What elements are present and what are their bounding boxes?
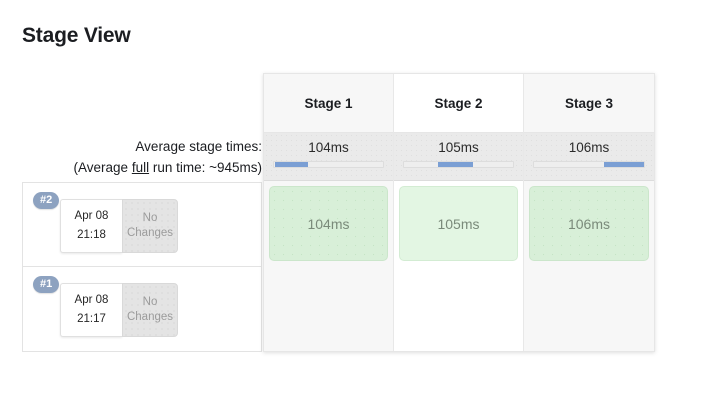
stage-average-cell-1: 104ms <box>264 133 393 181</box>
runs-panel: #2 Apr 08 21:18 No Changes #1 Apr 08 <box>22 182 262 352</box>
run-changes-line1: No <box>142 296 158 308</box>
run-changes-line2: Changes <box>126 311 174 323</box>
stage-timeline-fill-2 <box>437 162 473 167</box>
stage-cell-value: 106ms <box>529 186 649 261</box>
stage-cell[interactable]: 105ms <box>394 181 523 266</box>
run-badge[interactable]: #2 <box>33 192 60 209</box>
stage-cell[interactable]: 104ms <box>264 181 393 266</box>
stage-cell-value <box>399 271 518 346</box>
stage-header-3[interactable]: Stage 3 <box>524 74 654 133</box>
run-changes-box[interactable]: No Changes <box>122 199 178 253</box>
run-time: 21:18 <box>77 229 106 241</box>
run-changes-box[interactable]: No Changes <box>122 283 178 337</box>
stage-cell-value <box>269 271 388 346</box>
stage-timeline-track-2 <box>403 161 514 168</box>
run-card: Apr 08 21:18 No Changes <box>60 199 178 253</box>
page-title: Stage View <box>22 24 131 47</box>
stage-cell[interactable]: 106ms <box>524 181 654 266</box>
stage-column-3: Stage 3 106ms 106ms <box>524 74 654 351</box>
stage-timeline-track-1 <box>273 161 384 168</box>
run-time: 21:17 <box>77 313 106 325</box>
stage-column-1: Stage 1 104ms 104ms <box>264 74 394 351</box>
stage-average-cell-3: 106ms <box>524 133 654 181</box>
stage-average-value-1: 104ms <box>308 140 349 155</box>
stage-cell-value <box>529 271 649 346</box>
stage-average-value-3: 106ms <box>568 140 610 155</box>
stage-cell-value: 104ms <box>269 186 388 261</box>
run-row[interactable]: #1 Apr 08 21:17 No Changes <box>22 267 262 352</box>
stage-timeline-track-3 <box>533 161 645 168</box>
run-datetime[interactable]: Apr 08 21:18 <box>60 199 122 253</box>
stage-header-2[interactable]: Stage 2 <box>394 74 523 133</box>
run-date: Apr 08 <box>74 294 109 306</box>
run-changes-line1: No <box>142 212 158 224</box>
stage-timeline-fill-3 <box>604 162 644 167</box>
run-changes-line2: Changes <box>126 227 174 239</box>
legend-prefix: (Average <box>73 160 132 175</box>
stage-column-2: Stage 2 105ms 105ms <box>394 74 524 351</box>
stage-cell[interactable] <box>524 266 654 351</box>
run-card: Apr 08 21:17 No Changes <box>60 283 178 337</box>
stage-grid-panel: Stage 1 104ms 104ms Stage 2 105ms <box>263 73 655 352</box>
legend-suffix: run time: ~945ms) <box>149 160 262 175</box>
stage-header-1[interactable]: Stage 1 <box>264 74 393 133</box>
run-row[interactable]: #2 Apr 08 21:18 No Changes <box>22 182 262 267</box>
run-datetime[interactable]: Apr 08 21:17 <box>60 283 122 337</box>
average-full-run-time-label: (Average full run time: ~945ms) <box>14 157 262 178</box>
stage-columns: Stage 1 104ms 104ms Stage 2 105ms <box>264 74 654 351</box>
legend-underlined-word: full <box>131 160 150 175</box>
stage-cell-value: 105ms <box>399 186 518 261</box>
run-date: Apr 08 <box>74 210 109 222</box>
stage-cell[interactable] <box>394 266 523 351</box>
average-stage-times-label: Average stage times: <box>135 139 262 154</box>
stage-cell[interactable] <box>264 266 393 351</box>
stage-average-cell-2: 105ms <box>394 133 523 181</box>
stage-timeline-fill-1 <box>275 162 308 167</box>
run-badge[interactable]: #1 <box>33 276 60 293</box>
average-times-legend: Average stage times: (Average full run t… <box>14 136 262 178</box>
stage-average-value-2: 105ms <box>438 140 479 155</box>
